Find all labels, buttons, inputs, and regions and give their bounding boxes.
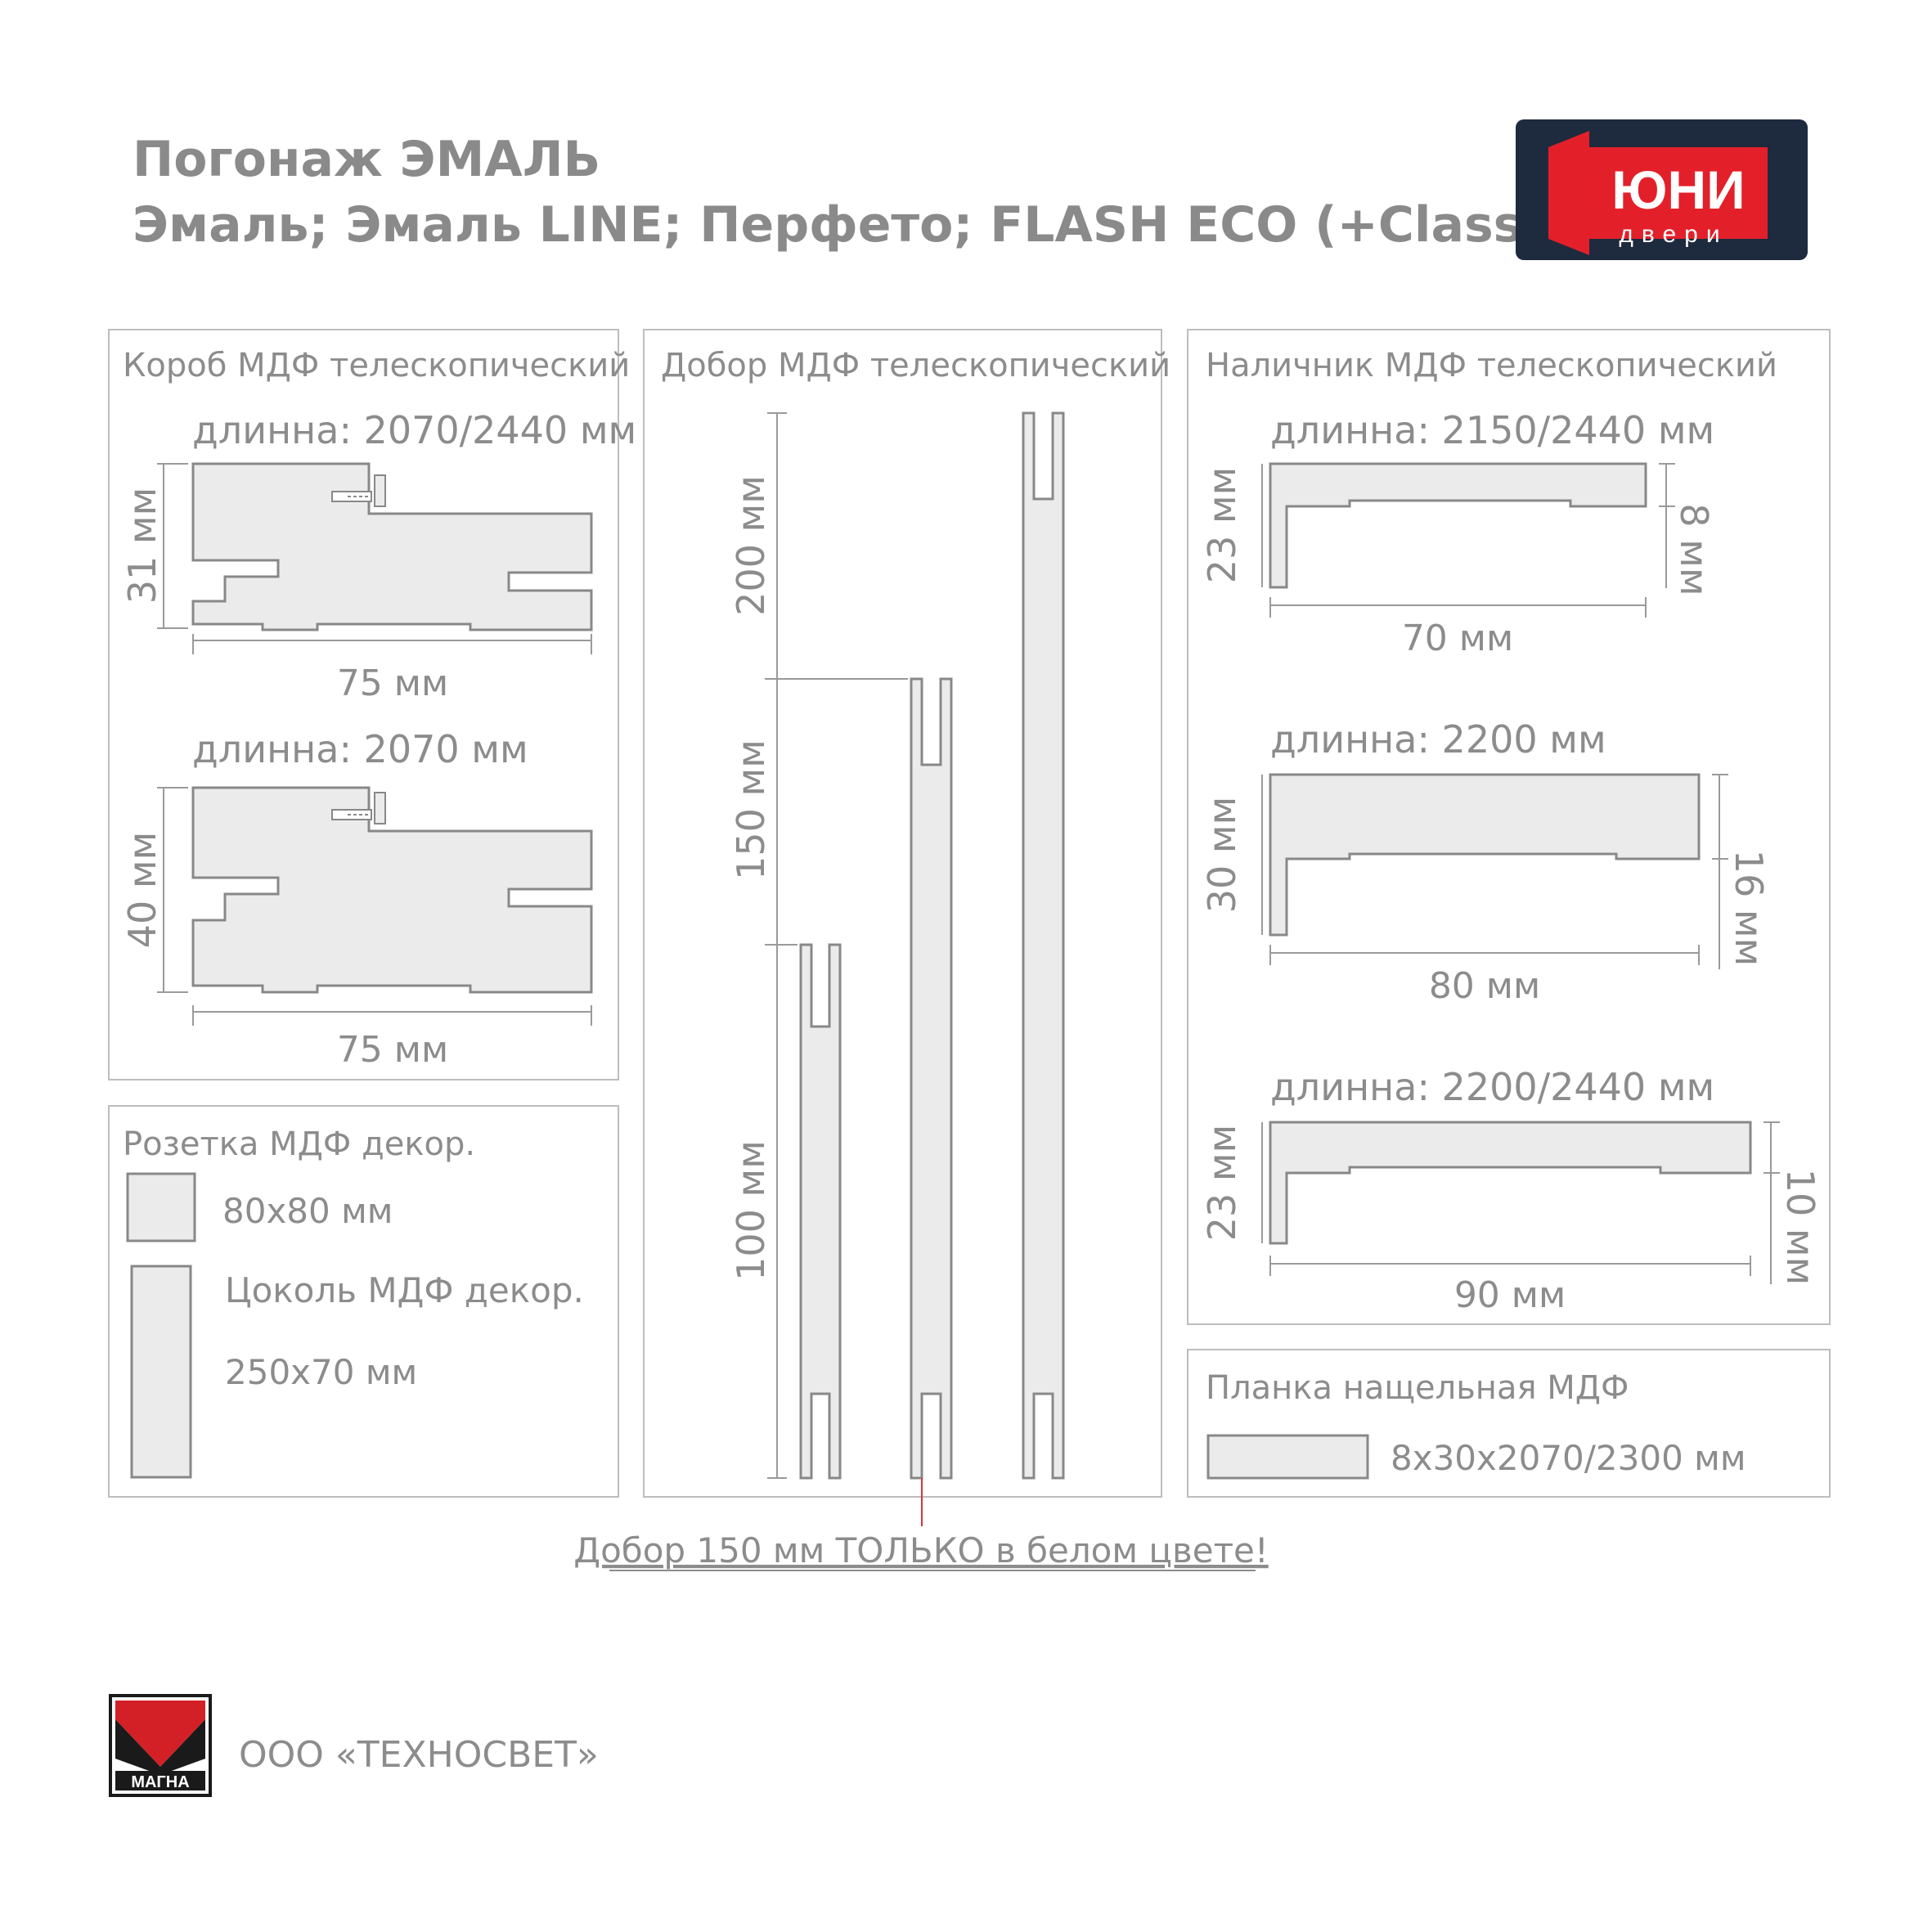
dobor-150-shape [910,677,953,1480]
korob-profile2-width: 75 мм [337,1029,448,1071]
dobor-dim-100: 100 мм [729,1140,773,1281]
korob-profile1-length: длинна: 2070/2440 мм [192,408,636,452]
nalichnik-profile3-thickness-dimension [1764,1121,1780,1284]
nalichnik-profile2-height: 30 мм [1200,797,1244,914]
korob-profile1-width-dimension [192,634,592,654]
nalichnik-profile3-shape [1269,1121,1752,1245]
magna-logo-red-chevron [115,1701,205,1767]
page-subtitle: Эмаль; Эмаль LINE; Перфето; FLASH ECO (+… [133,196,1591,254]
korob-profile2-shape [191,786,593,994]
nalichnik-profile3-length: длинна: 2200/2440 мм [1270,1065,1714,1109]
dobor-height-dimensions [765,412,908,1479]
korob-profile2-height-dimension [157,787,188,993]
rozetka-panel [108,1105,619,1498]
dobor-200-shape [1022,411,1065,1480]
page-title: Погонаж ЭМАЛЬ [133,131,600,188]
planka-size: 8х30х2070/2300 мм [1391,1438,1746,1478]
rozetka-shape [126,1172,196,1242]
dobor-title: Добор МДФ телескопический [661,347,1170,384]
yuni-logo-door-leaf [1548,131,1589,255]
plinth-title: Цоколь МДФ декор. [225,1270,584,1310]
korob-profile2-seal [331,792,386,824]
planka-shape [1206,1434,1369,1480]
nalichnik-profile3-width: 90 мм [1454,1274,1566,1316]
dobor-panel [643,329,1162,1498]
yuni-logo: ЮНИ двери [1516,119,1808,260]
nalichnik-profile1-shape [1269,462,1647,589]
nalichnik-profile3-width-dimension [1269,1256,1751,1276]
korob-profile2-height: 40 мм [120,832,164,949]
dobor-100-shape [799,943,842,1480]
magna-logo-band [115,1771,205,1790]
korob-profile1-height-dimension [157,463,188,629]
nalichnik-profile2-length: длинна: 2200 мм [1270,717,1606,762]
yuni-logo-text: ЮНИ [1611,160,1745,220]
company-name: ООО «ТЕХНОСВЕТ» [239,1734,599,1776]
nalichnik-profile1-thickness: 8 мм [1672,503,1716,595]
nalichnik-profile2-thickness-dimension [1712,774,1728,969]
nalichnik-profile2-shape [1269,773,1701,937]
korob-profile1-width: 75 мм [337,663,448,704]
rozetka-size: 80х80 мм [222,1191,393,1231]
korob-profile1-shape [191,462,593,631]
korob-title: Короб МДФ телескопический [123,347,630,384]
nalichnik-profile2-width-dimension [1269,945,1700,965]
nalichnik-profile3-height: 23 мм [1200,1125,1244,1242]
dobor-dim-150: 150 мм [729,739,773,880]
nalichnik-profile1-thickness-dimension [1659,463,1675,588]
dobor-note: Добор 150 мм ТОЛЬКО в белом цвете! [573,1530,1268,1570]
yuni-logo-subtext: двери [1619,221,1728,248]
nalichnik-profile3-thickness: 10 мм [1778,1169,1822,1286]
nalichnik-profile2-width: 80 мм [1429,965,1540,1007]
korob-profile1-seal [331,474,386,507]
nalichnik-profile1-height: 23 мм [1200,467,1244,584]
nalichnik-profile1-width-dimension [1269,597,1647,618]
nalichnik-profile2-thickness: 16 мм [1727,850,1771,967]
nalichnik-profile1-width: 70 мм [1402,618,1513,659]
magna-logo-dark-chevron [115,1719,205,1775]
planka-title: Планка нащельная МДФ [1206,1369,1629,1407]
korob-profile1-height: 31 мм [120,487,164,604]
plinth-size: 250х70 мм [225,1352,417,1392]
magna-logo-text: МАГНА [131,1773,189,1791]
korob-profile2-width-dimension [192,1005,592,1026]
nalichnik-title: Наличник МДФ телескопический [1206,347,1777,384]
plinth-shape [130,1265,192,1479]
dobor-dim-200: 200 мм [729,475,773,616]
nalichnik-profile1-length: длинна: 2150/2440 мм [1270,408,1714,452]
korob-profile2-length: длинна: 2070 мм [192,727,528,771]
rozetka-title: Розетка МДФ декор. [123,1126,475,1163]
magna-logo: МАГНА [109,1694,212,1797]
